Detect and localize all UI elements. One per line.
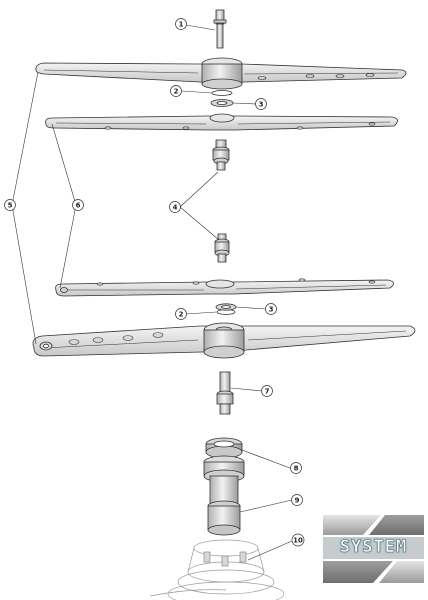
callout-8-label: 8 [294,465,299,473]
logo-panels-graphic [323,515,424,583]
callout-3-lower: 3 [265,303,277,315]
callout-1-label: 1 [179,21,184,29]
callout-7: 7 [261,385,273,397]
callout-2-upper: 2 [170,85,182,97]
upper-spray-arm [35,57,407,90]
part-10-column-base [149,539,285,600]
callout-1: 1 [175,18,187,30]
part-9-spray-column [203,455,245,536]
part-1-hub-pin [213,9,227,49]
callout-3-upper-label: 3 [259,101,264,109]
callout-2-lower: 2 [175,308,187,320]
callout-6-label: 6 [76,202,81,210]
lower-spray-arm [32,322,416,359]
callout-10: 10 [291,533,305,547]
part-3-upper-washer [210,99,234,107]
part-7-lower-pin [216,371,234,415]
part-4-lower-coupling [214,233,230,263]
callout-2-lower-label: 2 [179,311,184,319]
callout-9-label: 9 [295,497,300,505]
callout-2-upper-label: 2 [174,88,179,96]
leader-lines [11,24,293,561]
callout-4-label: 4 [173,204,178,212]
callout-9: 9 [291,494,303,506]
part-4-upper-coupling [212,139,230,171]
callouts: 1 2 3 4 5 6 2 3 [4,18,305,547]
callout-8: 8 [290,462,302,474]
upper-middle-spray-arm [45,113,398,131]
part-2-upper-gasket [211,90,233,96]
callout-3-lower-label: 3 [269,306,274,314]
callout-3-upper: 3 [255,98,267,110]
callout-4: 4 [169,201,181,213]
part-3-lower-washer [215,303,237,311]
callout-7-label: 7 [265,388,270,396]
callout-6: 6 [72,199,84,211]
logo-wordmark: SYSTEM [339,537,408,558]
callout-10-label: 10 [293,537,303,545]
part-8-ring-nut [205,437,243,459]
system-logo-watermark: SYSTEM [323,515,424,583]
callout-5: 5 [4,199,16,211]
callout-5-label: 5 [8,202,13,210]
lower-middle-spray-arm [55,278,394,297]
